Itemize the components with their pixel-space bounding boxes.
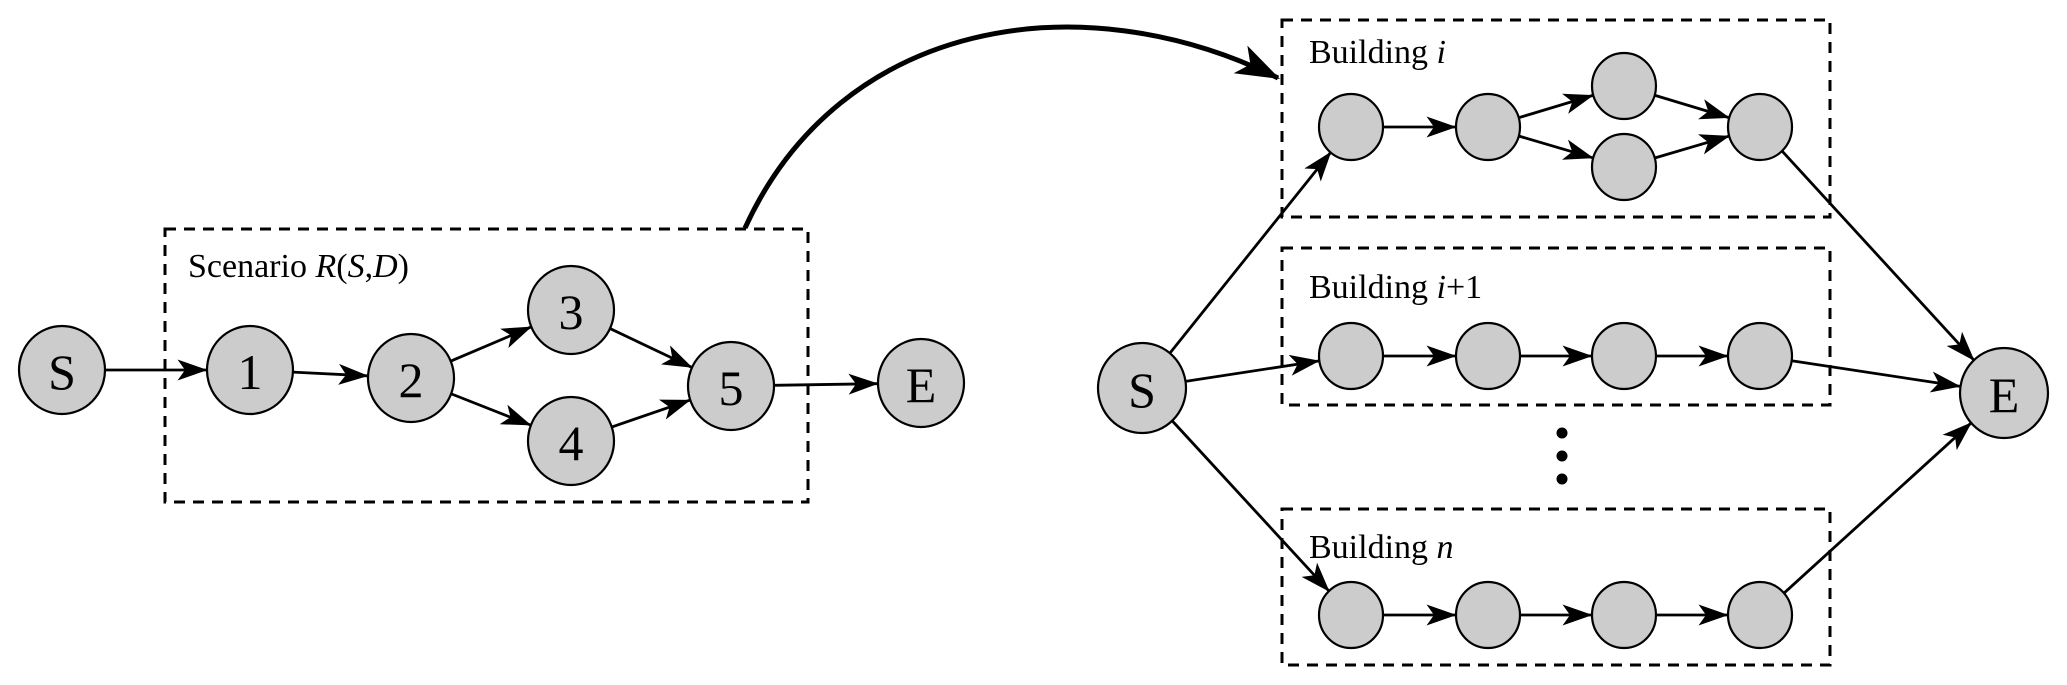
building-task-node [1454,580,1522,650]
building-i-plus-1-box [1280,246,1832,407]
source-to-building-edge [1170,419,1330,592]
node-circle [1726,580,1794,650]
source-to-building-edge [1185,354,1320,383]
building-task-node [1454,92,1522,162]
node-label: E [1989,367,2020,423]
building-n-box [1280,507,1832,667]
edge-n5-E [773,373,879,395]
node-n2: 2 [366,332,456,424]
node-circle [1590,321,1658,391]
node-circle [17,324,107,416]
building-edge [1654,134,1730,160]
ellipsis-dot [1556,450,1568,462]
node-sink-E: E [1958,346,2050,440]
node-circle [1590,132,1658,202]
node-circle [1096,341,1188,435]
building-task-node [1454,321,1522,391]
node-circle [366,332,456,424]
node-n5: 5 [686,340,776,432]
node-circle [1317,92,1385,162]
node-label: 2 [399,352,424,408]
node-label: 3 [559,284,584,340]
node-label: 1 [238,344,263,400]
node-n4: 4 [526,395,616,487]
node-circle [1454,321,1522,391]
node-circle [1590,580,1658,650]
edge-n3-n5 [609,327,693,369]
building-task-node [1317,92,1385,162]
building-task-node [1590,132,1658,202]
node-n3: 3 [526,264,616,356]
node-circle [1454,580,1522,650]
curved-connector-arrow [742,24,1280,230]
node-circle [686,340,776,432]
node-label: E [906,357,937,413]
node-circle [526,264,616,356]
building-task-node [1317,321,1385,391]
source-to-building-edge [1168,151,1332,355]
edge-n1-n2 [292,363,369,385]
building-task-node [1590,580,1658,650]
building-task-node [1590,51,1658,121]
building-i-label: Building i [1309,34,1446,71]
building-to-sink-edge [1780,149,1975,361]
ellipsis-dot [1556,473,1568,485]
building-task-node [1726,321,1794,391]
building-task-node [1317,580,1385,650]
edge-n2-n4 [450,392,532,427]
building-n-label: Building n [1309,529,1454,566]
scenario-label: Scenario R(S,D) [188,248,409,285]
building-task-node [1590,321,1658,391]
left-nodes: S 1 2 3 4 5 E [17,264,966,487]
node-label: S [1128,362,1156,418]
vertical-ellipsis [1556,427,1568,485]
node-circle [876,337,966,429]
node-source-S: S [1096,341,1188,435]
node-circle [1958,346,2050,440]
building-edge [1518,134,1594,160]
node-label: S [48,344,76,400]
ellipsis-dot [1556,427,1568,439]
node-circle [526,395,616,487]
building-task-node [1726,580,1794,650]
right-edges [1168,93,1975,626]
node-circle [1726,92,1794,162]
building-edge [1518,93,1594,120]
edge-n2-n3 [450,325,532,363]
building-to-sink-edge [1782,422,1972,595]
node-circle [1726,321,1794,391]
scenario-box [163,227,810,504]
building-task-node [1726,92,1794,162]
building-edge [1654,93,1730,120]
node-label: 5 [719,360,744,416]
left-panel: Scenario R(S,D) S 1 2 3 4 5 E [17,227,966,504]
node-circle [1454,92,1522,162]
building-i-plus-1-label: Building i+1 [1309,269,1482,306]
building-to-sink-edge [1791,359,1961,393]
node-circle [1590,51,1658,121]
building-i-box [1280,18,1832,219]
node-n1: 1 [205,324,295,416]
left-edges [105,325,879,429]
node-circle [205,324,295,416]
node-circle [1317,580,1385,650]
node-S: S [17,324,107,416]
node-E: E [876,337,966,429]
node-circle [1317,321,1385,391]
edge-n4-n5 [611,398,691,429]
node-label: 4 [559,415,584,471]
